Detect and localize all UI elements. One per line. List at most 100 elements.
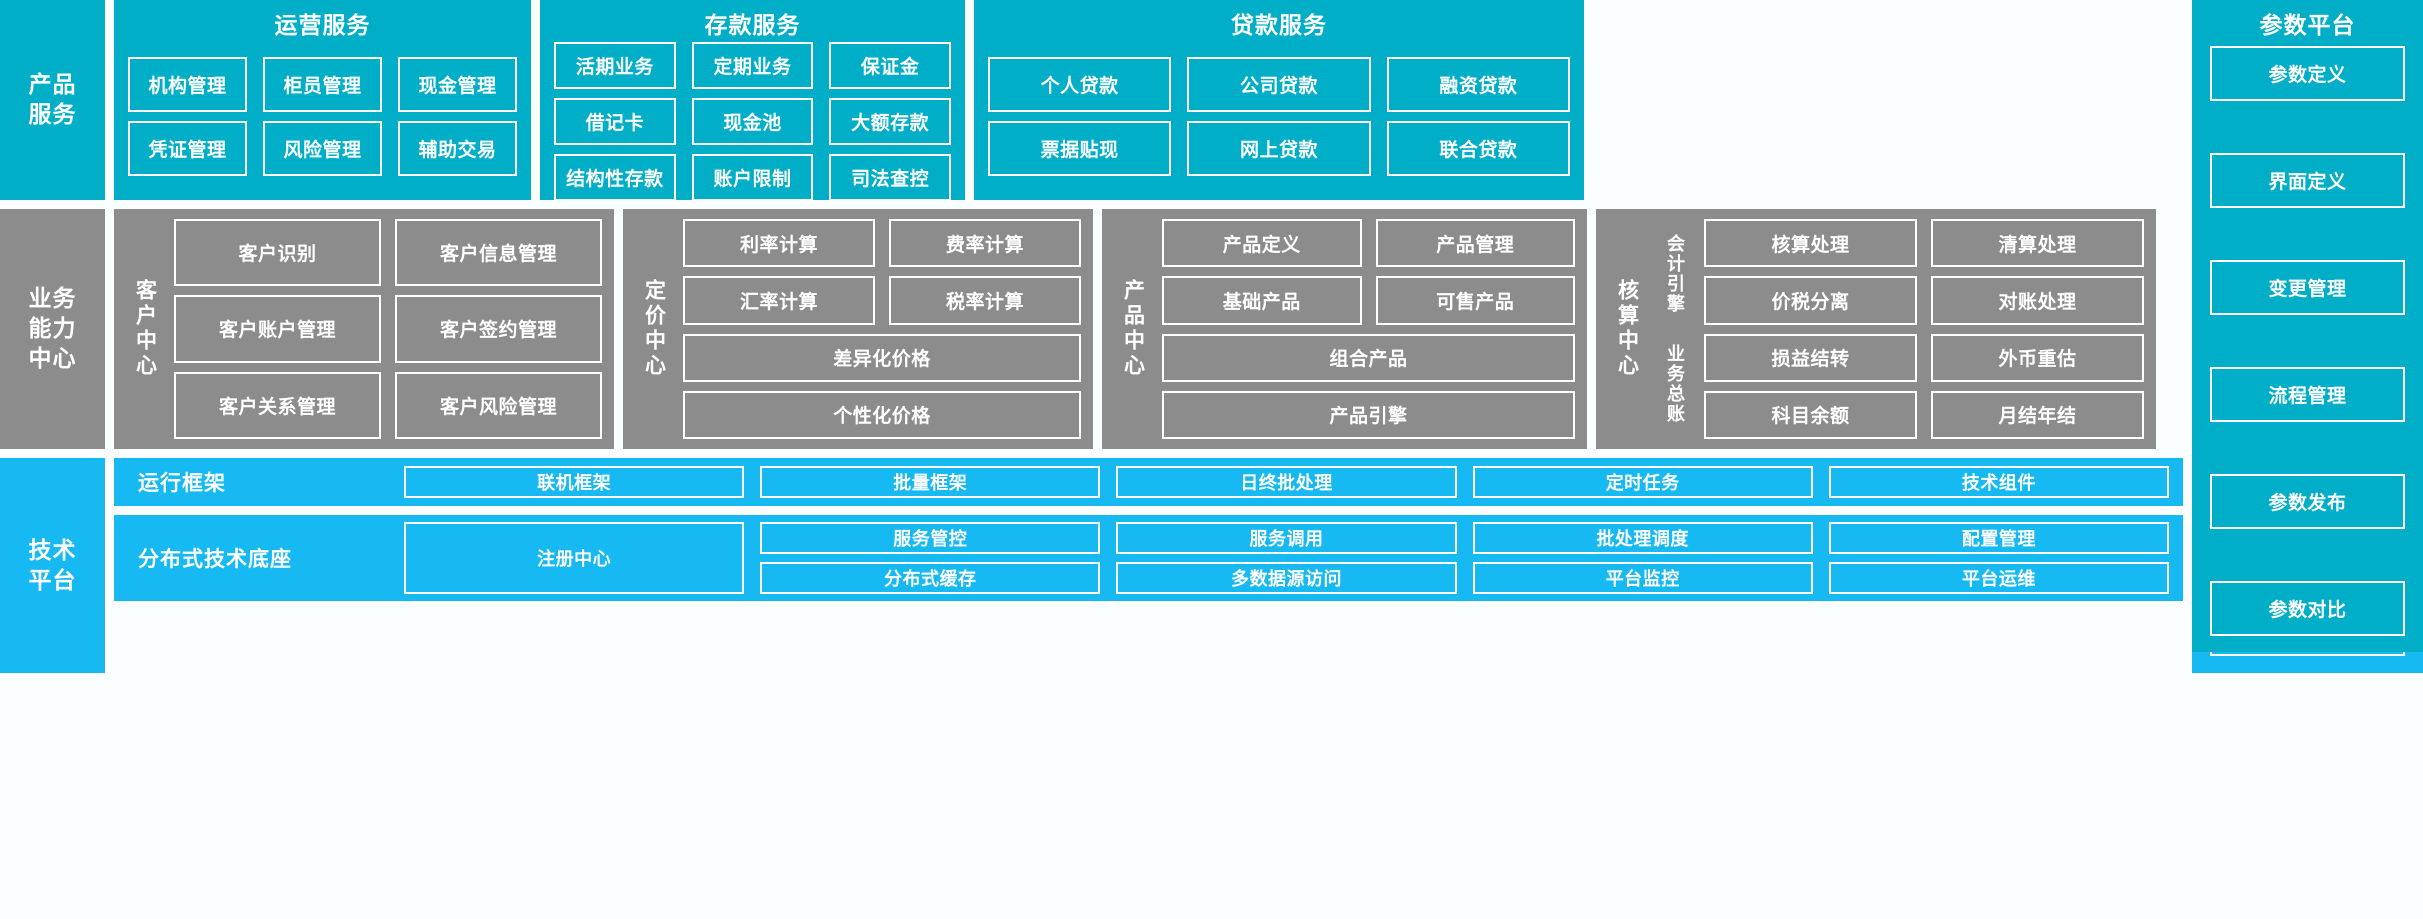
panel-deposit-services: 存款服务 活期业务 定期业务 保证金 借记卡 现金池 大额存款 结构性存款 账户… xyxy=(540,0,965,201)
service-cell-account-restriction[interactable]: 账户限制 xyxy=(691,154,814,201)
capability-cell-basic-product[interactable]: 基础产品 xyxy=(1162,276,1362,325)
layer-label-business-capability-line2: 能力 xyxy=(28,315,77,342)
capability-cell-reconciliation-processing[interactable]: 对账处理 xyxy=(1931,276,2144,325)
pricing-center-grid: 利率计算 费率计算 汇率计算 税率计算 差异化价格 个性化价格 xyxy=(683,219,1081,439)
layer-label-business-capability-line1: 业务 xyxy=(28,285,77,312)
tech-cell-platform-operations[interactable]: 平台运维 xyxy=(1828,562,2169,594)
service-cell-voucher-management[interactable]: 凭证管理 xyxy=(128,120,247,176)
service-cell-corporate-loan[interactable]: 公司贷款 xyxy=(1187,56,1371,112)
tech-cell-technical-component[interactable]: 技术组件 xyxy=(1828,466,2169,498)
service-cell-syndicated-loan[interactable]: 联合贷款 xyxy=(1386,120,1570,176)
service-cell-large-deposit[interactable]: 大额存款 xyxy=(829,98,951,145)
capability-cell-customer-relation-management[interactable]: 客户关系管理 xyxy=(174,371,381,439)
param-cell-change-management[interactable]: 变更管理 xyxy=(2210,260,2405,315)
capability-cell-customer-info-management[interactable]: 客户信息管理 xyxy=(395,219,602,287)
capability-cell-customer-account-management[interactable]: 客户账户管理 xyxy=(174,295,381,363)
panel-title-parameter-platform: 参数平台 xyxy=(2259,12,2356,38)
panel-title-deposit-services: 存款服务 xyxy=(704,12,801,38)
capability-cell-product-definition[interactable]: 产品定义 xyxy=(1162,219,1362,268)
tech-cell-distributed-cache[interactable]: 分布式缓存 xyxy=(760,562,1101,594)
capability-cell-price-tax-separation[interactable]: 价税分离 xyxy=(1704,276,1917,325)
capability-cell-exchange-rate-calc[interactable]: 汇率计算 xyxy=(683,276,875,325)
service-cell-risk-management[interactable]: 风险管理 xyxy=(263,120,382,176)
service-cell-margin-deposit[interactable]: 保证金 xyxy=(829,42,951,89)
tech-cell-end-of-day-batch[interactable]: 日终批处理 xyxy=(1116,466,1457,498)
service-cell-cash-management[interactable]: 现金管理 xyxy=(398,56,517,112)
service-cell-structured-deposit[interactable]: 结构性存款 xyxy=(554,154,676,201)
capability-cell-settlement-processing[interactable]: 清算处理 xyxy=(1931,219,2144,268)
tech-cell-multi-datasource-access[interactable]: 多数据源访问 xyxy=(1116,562,1457,594)
tech-cell-batch-scheduling[interactable]: 批处理调度 xyxy=(1472,522,1813,554)
capability-cell-sellable-product[interactable]: 可售产品 xyxy=(1375,276,1575,325)
service-cell-demand-business[interactable]: 活期业务 xyxy=(554,42,676,89)
band-label-runtime-framework: 运行框架 xyxy=(138,472,226,495)
band-label-distributed-tech-base: 分布式技术底座 xyxy=(138,548,292,571)
panel-customer-center: 客户中心 客户识别 客户信息管理 客户账户管理 客户签约管理 客户关系管理 客户… xyxy=(114,209,614,449)
center-label-customer: 客户中心 xyxy=(133,279,157,379)
param-cell-parameter-comparison[interactable]: 参数对比 xyxy=(2210,581,2405,636)
tech-cell-service-invocation[interactable]: 服务调用 xyxy=(1116,522,1457,554)
panel-title-loan-services: 贷款服务 xyxy=(1231,12,1327,38)
tech-cell-registry-center[interactable]: 注册中心 xyxy=(404,522,745,594)
capability-cell-foreign-currency-revaluation[interactable]: 外币重估 xyxy=(1931,333,2144,382)
tech-cell-service-governance[interactable]: 服务管控 xyxy=(760,522,1101,554)
service-cell-debit-card[interactable]: 借记卡 xyxy=(554,98,676,145)
panel-pricing-center: 定价中心 利率计算 费率计算 汇率计算 税率计算 差异化价格 个性化价格 xyxy=(623,209,1093,449)
capability-cell-product-management[interactable]: 产品管理 xyxy=(1375,219,1575,268)
panel-loan-services: 贷款服务 个人贷款 公司贷款 融资贷款 票据贴现 网上贷款 联合贷款 xyxy=(974,0,1584,200)
capability-cell-interest-rate-calc[interactable]: 利率计算 xyxy=(683,219,875,268)
loan-services-grid: 个人贷款 公司贷款 融资贷款 票据贴现 网上贷款 联合贷款 xyxy=(988,42,1570,190)
panel-product-center: 产品中心 产品定义 产品管理 基础产品 可售产品 组合产品 产品引擎 xyxy=(1102,209,1587,449)
capability-cell-account-balance[interactable]: 科目余额 xyxy=(1704,390,1917,439)
service-cell-judicial-control[interactable]: 司法查控 xyxy=(829,154,951,201)
center-label-accounting: 核算中心 xyxy=(1615,279,1639,379)
service-cell-bill-discount[interactable]: 票据贴现 xyxy=(988,120,1172,176)
product-service-row: 产品 服务 运营服务 机构管理 柜员管理 现金管理 凭证管理 风险管理 辅助交易… xyxy=(0,0,2423,201)
accounting-center-grid: 核算处理 清算处理 价税分离 对账处理 损益结转 外币重估 科目余额 月结年结 xyxy=(1704,219,2144,439)
service-cell-auxiliary-transaction[interactable]: 辅助交易 xyxy=(398,120,517,176)
tech-platform-row: 技术 平台 运行框架 联机框架 批量框架 日终批处理 定时任务 技术组件 分布式… xyxy=(0,458,2423,673)
capability-cell-profit-loss-carryover[interactable]: 损益结转 xyxy=(1704,333,1917,382)
capability-cell-bundled-product[interactable]: 组合产品 xyxy=(1162,333,1575,382)
service-cell-org-management[interactable]: 机构管理 xyxy=(128,56,247,112)
tech-cell-scheduled-task[interactable]: 定时任务 xyxy=(1472,466,1813,498)
capability-cell-customer-identification[interactable]: 客户识别 xyxy=(174,219,381,287)
param-cell-parameter-definition[interactable]: 参数定义 xyxy=(2210,46,2405,101)
tech-cell-batch-framework[interactable]: 批量框架 xyxy=(760,466,1101,498)
capability-cell-differentiated-pricing[interactable]: 差异化价格 xyxy=(683,333,1081,382)
layer-label-product-service-line1: 产品 xyxy=(28,71,77,98)
layer-label-product-service: 产品 服务 xyxy=(0,0,105,200)
center-label-product: 产品中心 xyxy=(1121,279,1145,379)
capability-cell-accounting-processing[interactable]: 核算处理 xyxy=(1704,219,1917,268)
band-distributed-tech-base: 分布式技术底座 注册中心 服务管控 服务调用 批处理调度 配置管理 分布式缓存 … xyxy=(114,515,2183,601)
center-label-pricing: 定价中心 xyxy=(642,279,666,379)
distributed-tech-base-cells: 注册中心 服务管控 服务调用 批处理调度 配置管理 分布式缓存 多数据源访问 平… xyxy=(404,522,2169,594)
param-cell-parameter-release[interactable]: 参数发布 xyxy=(2210,474,2405,529)
capability-cell-product-engine[interactable]: 产品引擎 xyxy=(1162,390,1575,439)
capability-cell-fee-rate-calc[interactable]: 费率计算 xyxy=(889,219,1081,268)
capability-cell-personalized-pricing[interactable]: 个性化价格 xyxy=(683,390,1081,439)
tech-cell-platform-monitoring[interactable]: 平台监控 xyxy=(1472,562,1813,594)
service-cell-financing-loan[interactable]: 融资贷款 xyxy=(1386,56,1570,112)
service-cell-time-business[interactable]: 定期业务 xyxy=(691,42,814,89)
tech-cell-config-management[interactable]: 配置管理 xyxy=(1828,522,2169,554)
service-cell-online-loan[interactable]: 网上贷款 xyxy=(1187,120,1371,176)
param-cell-interface-definition[interactable]: 界面定义 xyxy=(2210,153,2405,208)
service-cell-personal-loan[interactable]: 个人贷款 xyxy=(988,56,1172,112)
deposit-services-grid: 活期业务 定期业务 保证金 借记卡 现金池 大额存款 结构性存款 账户限制 司法… xyxy=(554,42,951,201)
service-cell-cash-pool[interactable]: 现金池 xyxy=(691,98,814,145)
layer-label-tech-platform-line1: 技术 xyxy=(28,536,77,563)
capability-cell-customer-risk-management[interactable]: 客户风险管理 xyxy=(395,371,602,439)
layer-label-tech-platform: 技术 平台 xyxy=(0,458,105,673)
layer-label-business-capability-line3: 中心 xyxy=(28,344,77,371)
tech-cell-online-framework[interactable]: 联机框架 xyxy=(404,466,745,498)
capability-cell-customer-contract-management[interactable]: 客户签约管理 xyxy=(395,295,602,363)
service-cell-teller-management[interactable]: 柜员管理 xyxy=(263,56,382,112)
param-cell-process-management[interactable]: 流程管理 xyxy=(2210,367,2405,422)
center-sublabel-accounting-engine: 会计引擎 xyxy=(1665,234,1685,314)
capability-cell-tax-rate-calc[interactable]: 税率计算 xyxy=(889,276,1081,325)
capability-cell-month-year-end-closing[interactable]: 月结年结 xyxy=(1931,390,2144,439)
tech-platform-bands: 运行框架 联机框架 批量框架 日终批处理 定时任务 技术组件 分布式技术底座 注… xyxy=(114,458,2183,673)
layer-label-business-capability: 业务 能力 中心 xyxy=(0,209,105,449)
product-center-grid: 产品定义 产品管理 基础产品 可售产品 组合产品 产品引擎 xyxy=(1162,219,1575,439)
